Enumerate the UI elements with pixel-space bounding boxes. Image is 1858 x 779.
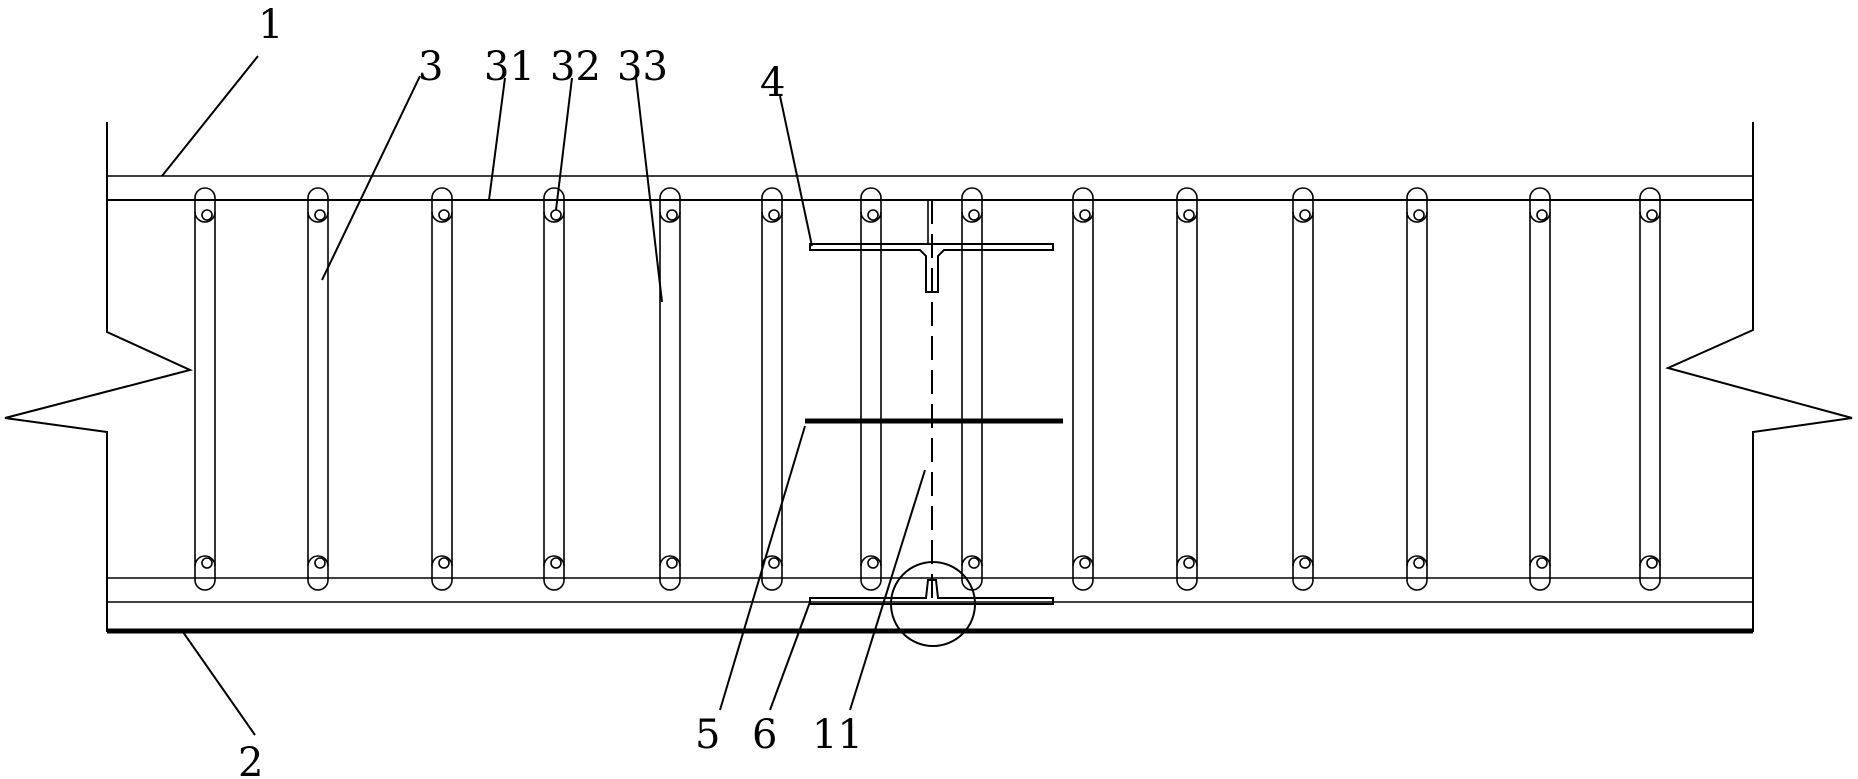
leader-6: [770, 602, 810, 710]
leader-2: [183, 632, 255, 735]
bottom-bolt-hole: [1300, 558, 1310, 568]
left-break-edge: [5, 122, 190, 632]
vertical-plate: [962, 188, 982, 590]
top-bolt-hole: [868, 210, 878, 220]
leader-32: [556, 78, 572, 210]
bottom-bolt-hole: [769, 558, 779, 568]
vertical-plate: [1530, 188, 1550, 590]
bottom-bolt-hole: [439, 558, 449, 568]
top-bolt-hole: [769, 210, 779, 220]
label-3: 3: [418, 44, 443, 90]
bottom-bolt-hole: [315, 558, 325, 568]
top-bolt-hole: [551, 210, 561, 220]
bottom-bolt-hole: [1647, 558, 1657, 568]
top-bolt-hole: [969, 210, 979, 220]
vertical-plate: [1640, 188, 1660, 590]
top-bolt-hole: [439, 210, 449, 220]
leader-3: [322, 76, 420, 280]
leader-31: [489, 78, 505, 200]
bottom-bolt-hole: [551, 558, 561, 568]
top-bolt-hole: [1414, 210, 1424, 220]
vertical-plate: [432, 188, 452, 590]
vertical-plate: [1073, 188, 1093, 590]
top-bolt-hole: [1184, 210, 1194, 220]
top-bolt-hole: [202, 210, 212, 220]
top-bolt-hole: [315, 210, 325, 220]
vertical-plate: [861, 188, 881, 590]
vertical-plate: [1293, 188, 1313, 590]
label-11: 11: [812, 712, 863, 758]
top-bolt-hole: [1080, 210, 1090, 220]
label-33: 33: [617, 44, 668, 90]
bottom-bolt-hole: [969, 558, 979, 568]
vertical-plate: [544, 188, 564, 590]
top-bolt-hole: [1300, 210, 1310, 220]
bottom-bolt-hole: [1414, 558, 1424, 568]
label-4: 4: [760, 60, 785, 106]
leader-4: [780, 96, 812, 246]
bottom-bolt-hole: [1537, 558, 1547, 568]
bottom-bolt-hole: [1080, 558, 1090, 568]
vertical-plates: [195, 188, 1660, 590]
vertical-plate: [660, 188, 680, 590]
vertical-plate: [762, 188, 782, 590]
vertical-plate: [195, 188, 215, 590]
label-31: 31: [484, 44, 535, 90]
label-2: 2: [238, 740, 263, 779]
top-bolt-hole: [667, 210, 677, 220]
label-1: 1: [258, 2, 283, 48]
vertical-plate: [1407, 188, 1427, 590]
bottom-bolt-hole: [202, 558, 212, 568]
right-break-edge: [1668, 122, 1852, 632]
top-bolt-hole: [1647, 210, 1657, 220]
bottom-bolt-hole: [868, 558, 878, 568]
leader-33: [636, 78, 662, 302]
bottom-bolt-hole: [667, 558, 677, 568]
vertical-plate: [1177, 188, 1197, 590]
leader-1: [162, 56, 258, 176]
label-6: 6: [752, 712, 777, 758]
label-32: 32: [550, 44, 601, 90]
vertical-plate: [308, 188, 328, 590]
top-bolt-hole: [1537, 210, 1547, 220]
bottom-bolt-hole: [1184, 558, 1194, 568]
label-5: 5: [695, 712, 720, 758]
